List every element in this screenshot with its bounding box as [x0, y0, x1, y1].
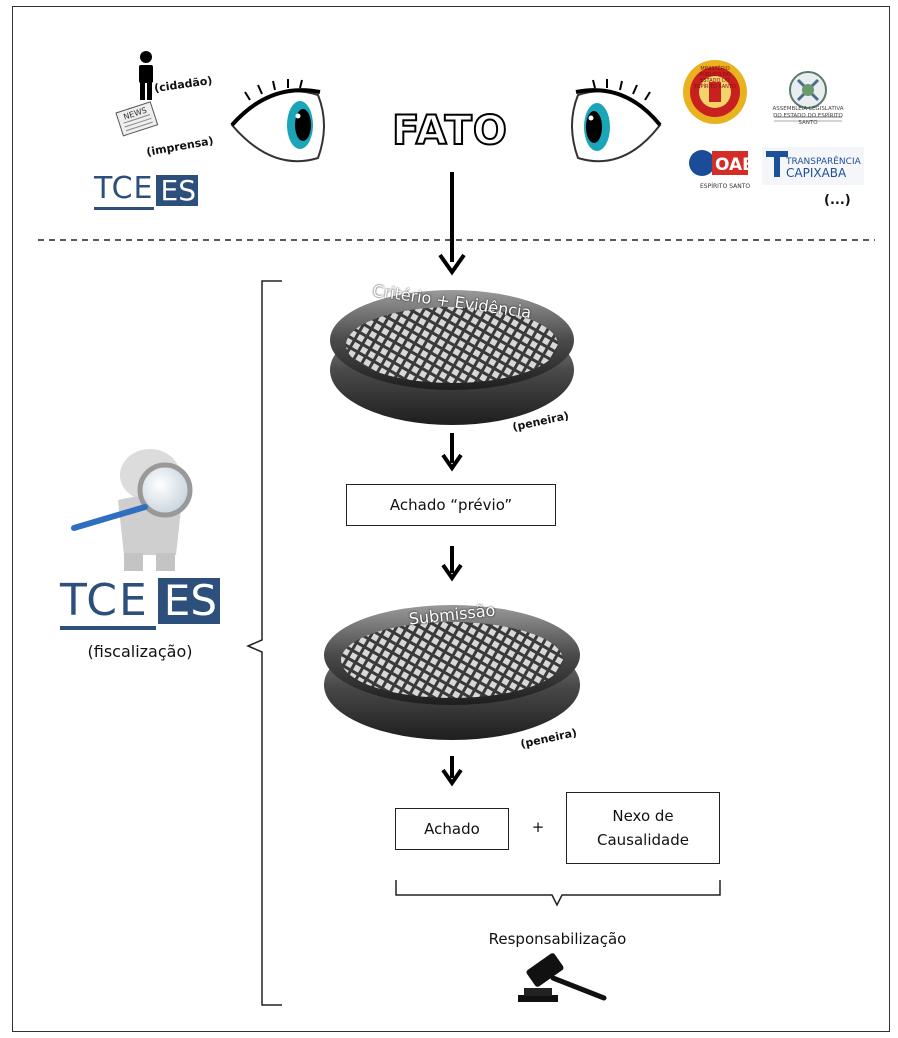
tce-logo-suffix: ES — [156, 175, 198, 206]
transparency-logo-icon: TRANSPARÊNCIA CAPIXABA — [762, 147, 864, 185]
plus-sign: + — [531, 818, 545, 836]
tce-logo-top: TCE ES — [94, 173, 199, 211]
svg-text:ESPÍRITO SANTO: ESPÍRITO SANTO — [700, 183, 750, 190]
ellipsis-label: (...) — [824, 193, 851, 208]
fact-label: FATO — [391, 107, 508, 155]
sieve-1 — [330, 290, 574, 425]
inspector-figure-icon — [71, 449, 193, 571]
causal-link-line2: Causalidade — [597, 831, 689, 849]
inspection-caption: (fiscalização) — [87, 642, 193, 661]
bottom-brace — [395, 880, 721, 907]
right-eye-icon — [571, 79, 662, 163]
assembly-emblem-icon — [774, 71, 842, 122]
preliminary-finding-box: Achado “prévio” — [346, 484, 556, 526]
tce-logo-left-suffix: ES — [158, 578, 220, 624]
oab-logo-icon: OAB ESPÍRITO SANTO — [689, 150, 755, 190]
svg-text:CAPIXABA: CAPIXABA — [786, 166, 847, 180]
finding-box: Achado — [395, 808, 509, 850]
newspaper-icon: NEWS — [115, 101, 159, 137]
tce-logo-text: TCE — [94, 171, 154, 206]
assembly-text: ASSEMBLEIA LEGISLATIVA DO ESTADO DO ESPÍ… — [772, 106, 844, 126]
finding-label: Achado — [424, 820, 480, 838]
diagram-frame — [12, 6, 890, 1032]
mp-seal-icon — [683, 60, 747, 124]
preliminary-finding-label: Achado “prévio” — [389, 496, 513, 514]
left-brace — [246, 280, 282, 1006]
causal-link-box: Nexo de Causalidade — [566, 792, 720, 864]
sieve-2 — [324, 605, 580, 740]
svg-text:OAB: OAB — [715, 155, 755, 175]
accountability-label: Responsabilização — [488, 930, 627, 948]
mp-seal-text: MINISTÉRIO PÚBLICO DO ESTADO DO ESPÍRITO… — [694, 66, 736, 90]
tce-logo-left-text: TCE — [60, 575, 149, 626]
gavel-icon — [518, 953, 607, 1002]
causal-link-line1: Nexo de — [612, 807, 674, 825]
tce-logo-left: TCE ES — [60, 576, 220, 632]
left-eye-icon — [230, 79, 325, 163]
svg-text:TRANSPARÊNCIA: TRANSPARÊNCIA — [785, 155, 862, 167]
citizen-icon — [139, 51, 153, 100]
arrow-fact-head — [438, 253, 466, 276]
